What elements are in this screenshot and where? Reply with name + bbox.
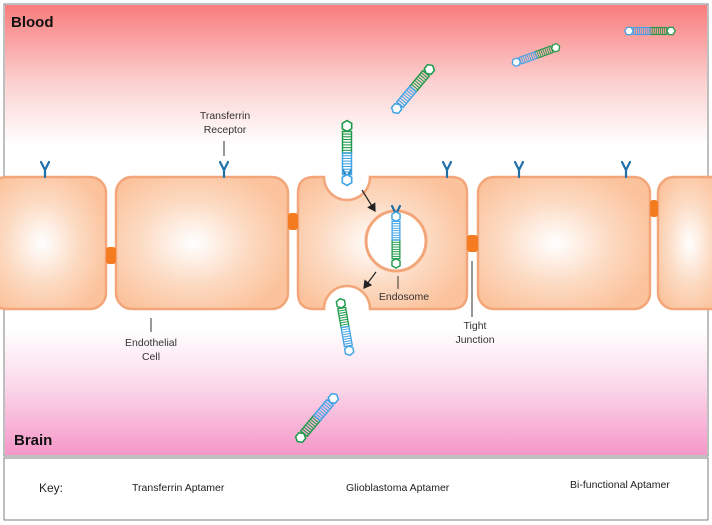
tight-junction-3 xyxy=(467,235,478,252)
bifunctional-aptamer xyxy=(294,392,340,444)
bifunctional-aptamer xyxy=(624,26,676,36)
receptor-icon xyxy=(39,160,51,179)
blood-region xyxy=(5,5,707,145)
receptor-icon xyxy=(620,160,632,179)
bifunctional-aptamer xyxy=(511,42,561,68)
endothelial-cell-2 xyxy=(114,175,290,311)
bifunctional-aptamer xyxy=(390,63,436,115)
junction-label-line1: Tight xyxy=(464,320,487,332)
key-transferrin-label: Transferrin Aptamer xyxy=(132,482,225,494)
key-title: Key: xyxy=(39,481,63,495)
key-glioblastoma-label: Glioblastoma Aptamer xyxy=(346,482,450,494)
tight-junction-4 xyxy=(650,200,658,217)
receptor-label-line2: Receptor xyxy=(204,124,247,136)
arrow-out-of-endosome xyxy=(363,271,377,289)
arrow-into-endosome xyxy=(361,189,376,213)
tight-junction-2 xyxy=(288,213,298,230)
cell-label-line1: Endothelial xyxy=(125,337,177,349)
receptor-icon xyxy=(218,160,230,179)
receptor-icon xyxy=(513,160,525,179)
cell-label-line2: Cell xyxy=(142,351,160,363)
endothelial-cell-1 xyxy=(0,175,108,311)
bifunctional-aptamer xyxy=(335,297,355,357)
receptor-label-line1: Transferrin xyxy=(200,110,251,122)
endothelial-cell-4 xyxy=(476,175,652,311)
junction-label-line2: Junction xyxy=(455,334,494,346)
endosome xyxy=(364,209,428,273)
key-bifunctional-label: Bi-functional Aptamer xyxy=(570,479,670,491)
bifunctional-aptamer xyxy=(391,211,401,269)
endothelial-cell-5 xyxy=(656,175,712,311)
blood-label: Blood xyxy=(11,14,54,31)
brain-label: Brain xyxy=(14,432,52,449)
tight-junction-1 xyxy=(106,247,116,264)
brain-region xyxy=(5,330,707,455)
bifunctional-aptamer xyxy=(341,119,353,187)
endosome-label: Endosome xyxy=(379,291,429,303)
key-panel xyxy=(3,457,709,521)
receptor-icon xyxy=(441,160,453,179)
